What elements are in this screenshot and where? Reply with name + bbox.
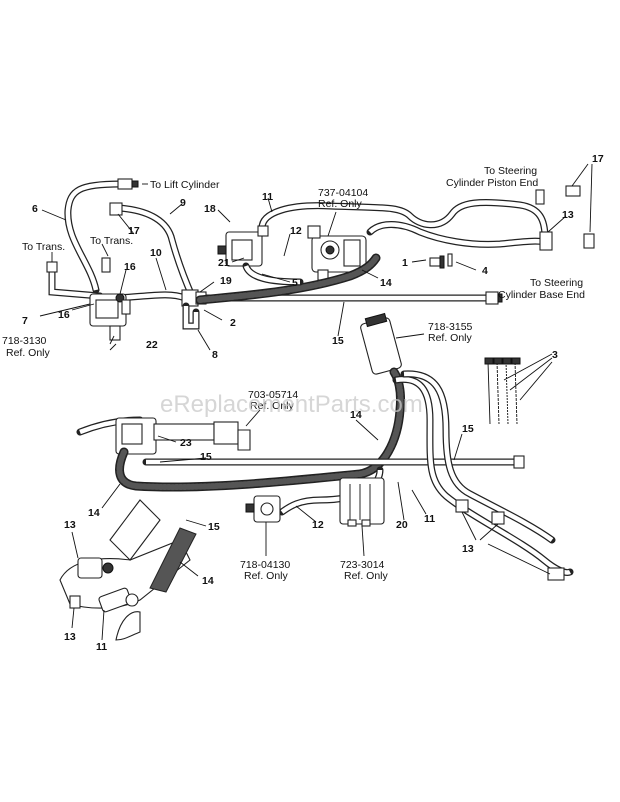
tie-straps [484, 357, 521, 425]
callout-15-right: 15 [462, 423, 474, 435]
callout-23: 23 [180, 437, 192, 449]
part-number-718-3130: 718-3130 [2, 335, 47, 347]
fitting-1-4 [429, 253, 453, 269]
callout-19: 19 [220, 275, 232, 287]
callout-12-bottom: 12 [312, 519, 324, 531]
leader-lines [39, 163, 593, 641]
fitting-7 [46, 261, 58, 273]
hose-12-top [242, 262, 304, 286]
hose-14-top [195, 253, 381, 305]
callout-13-detail-top: 13 [64, 519, 76, 531]
callout-7: 7 [22, 315, 28, 327]
pump-718-04130 [245, 495, 281, 523]
label-to-trans-mid: To Trans. [90, 235, 133, 247]
callout-14-mid: 14 [350, 409, 362, 421]
callout-16-left: 16 [58, 309, 70, 321]
callout-13-top: 13 [562, 209, 574, 221]
callout-4: 4 [482, 265, 488, 277]
callout-1: 1 [402, 257, 408, 269]
label-to-steering-piston-2: Cylinder Piston End [446, 177, 538, 189]
part-number-718-3155: 718-3155 [428, 321, 473, 333]
axle-detail [59, 499, 191, 641]
callout-21: 21 [218, 257, 230, 269]
callout-9: 9 [180, 197, 186, 209]
fitting-17-top [109, 202, 123, 216]
hose-14-lower [115, 367, 405, 492]
callout-12-top: 12 [290, 225, 302, 237]
callout-14-left: 14 [88, 507, 100, 519]
valve-723-3014 [339, 477, 385, 527]
valve-lower [76, 416, 251, 455]
callout-6: 6 [32, 203, 38, 215]
tube-15-lower [142, 455, 525, 469]
ref-only-718-3155: Ref. Only [428, 332, 473, 344]
fitting-17-low [101, 257, 111, 273]
callout-17-right: 17 [592, 153, 604, 165]
callout-13-right: 13 [462, 543, 474, 555]
filter-718-3155 [360, 312, 402, 375]
callout-5: 5 [292, 277, 298, 289]
part-number-703-05714: 703-05714 [248, 389, 298, 401]
callout-2: 2 [230, 317, 236, 329]
callout-11-top: 11 [262, 191, 273, 203]
label-to-lift-cylinder: To Lift Cylinder [150, 179, 220, 191]
callout-18: 18 [204, 203, 216, 215]
callout-3: 3 [552, 349, 558, 361]
control-valve [89, 293, 131, 341]
ref-only-737-04104: Ref. Only [318, 198, 363, 210]
watermark: eReplacementParts.com [160, 391, 423, 418]
ref-only-703-05714: Ref. Only [250, 400, 295, 412]
fittings-13-lower [455, 499, 565, 581]
hose-9 [114, 204, 196, 300]
callout-15-top: 15 [332, 335, 344, 347]
ref-only-718-04130: Ref. Only [244, 570, 289, 582]
steering-unit [307, 225, 367, 281]
callout-15-mid: 15 [200, 451, 212, 463]
hose-14-detail [149, 527, 197, 593]
callout-20: 20 [396, 519, 408, 531]
label-to-steering-piston-1: To Steering [484, 165, 537, 177]
hose-11-top [258, 198, 549, 248]
callout-13-detail-bottom: 13 [64, 631, 76, 643]
label-to-steering-base-1: To Steering [530, 277, 583, 289]
ref-only-723-3014: Ref. Only [344, 570, 389, 582]
part-number-723-3014: 723-3014 [340, 559, 385, 571]
callout-11-right: 11 [424, 513, 435, 525]
label-to-steering-base-2: Cylinder Base End [498, 289, 585, 301]
label-to-trans-left: To Trans. [22, 241, 65, 253]
callout-22: 22 [146, 339, 158, 351]
hose-11-lower [278, 370, 574, 576]
callout-8: 8 [212, 349, 218, 361]
callout-14-detail: 14 [202, 575, 214, 587]
tube-7 [48, 264, 104, 300]
part-number-718-04130: 718-04130 [240, 559, 290, 571]
lift-fitting [117, 178, 139, 190]
callout-10: 10 [150, 247, 162, 259]
pump-top [217, 225, 269, 267]
callout-15-bottom: 15 [208, 521, 220, 533]
callout-11-detail: 11 [96, 641, 107, 653]
hose-6 [64, 180, 124, 294]
part-number-737-04104: 737-04104 [318, 187, 368, 199]
steering-fittings [535, 185, 595, 251]
ref-only-718-3130: Ref. Only [6, 347, 51, 359]
callout-16-top: 16 [124, 261, 136, 273]
callout-14-top: 14 [380, 277, 392, 289]
callout-17-left: 17 [128, 225, 140, 237]
hose-10 [114, 291, 189, 302]
